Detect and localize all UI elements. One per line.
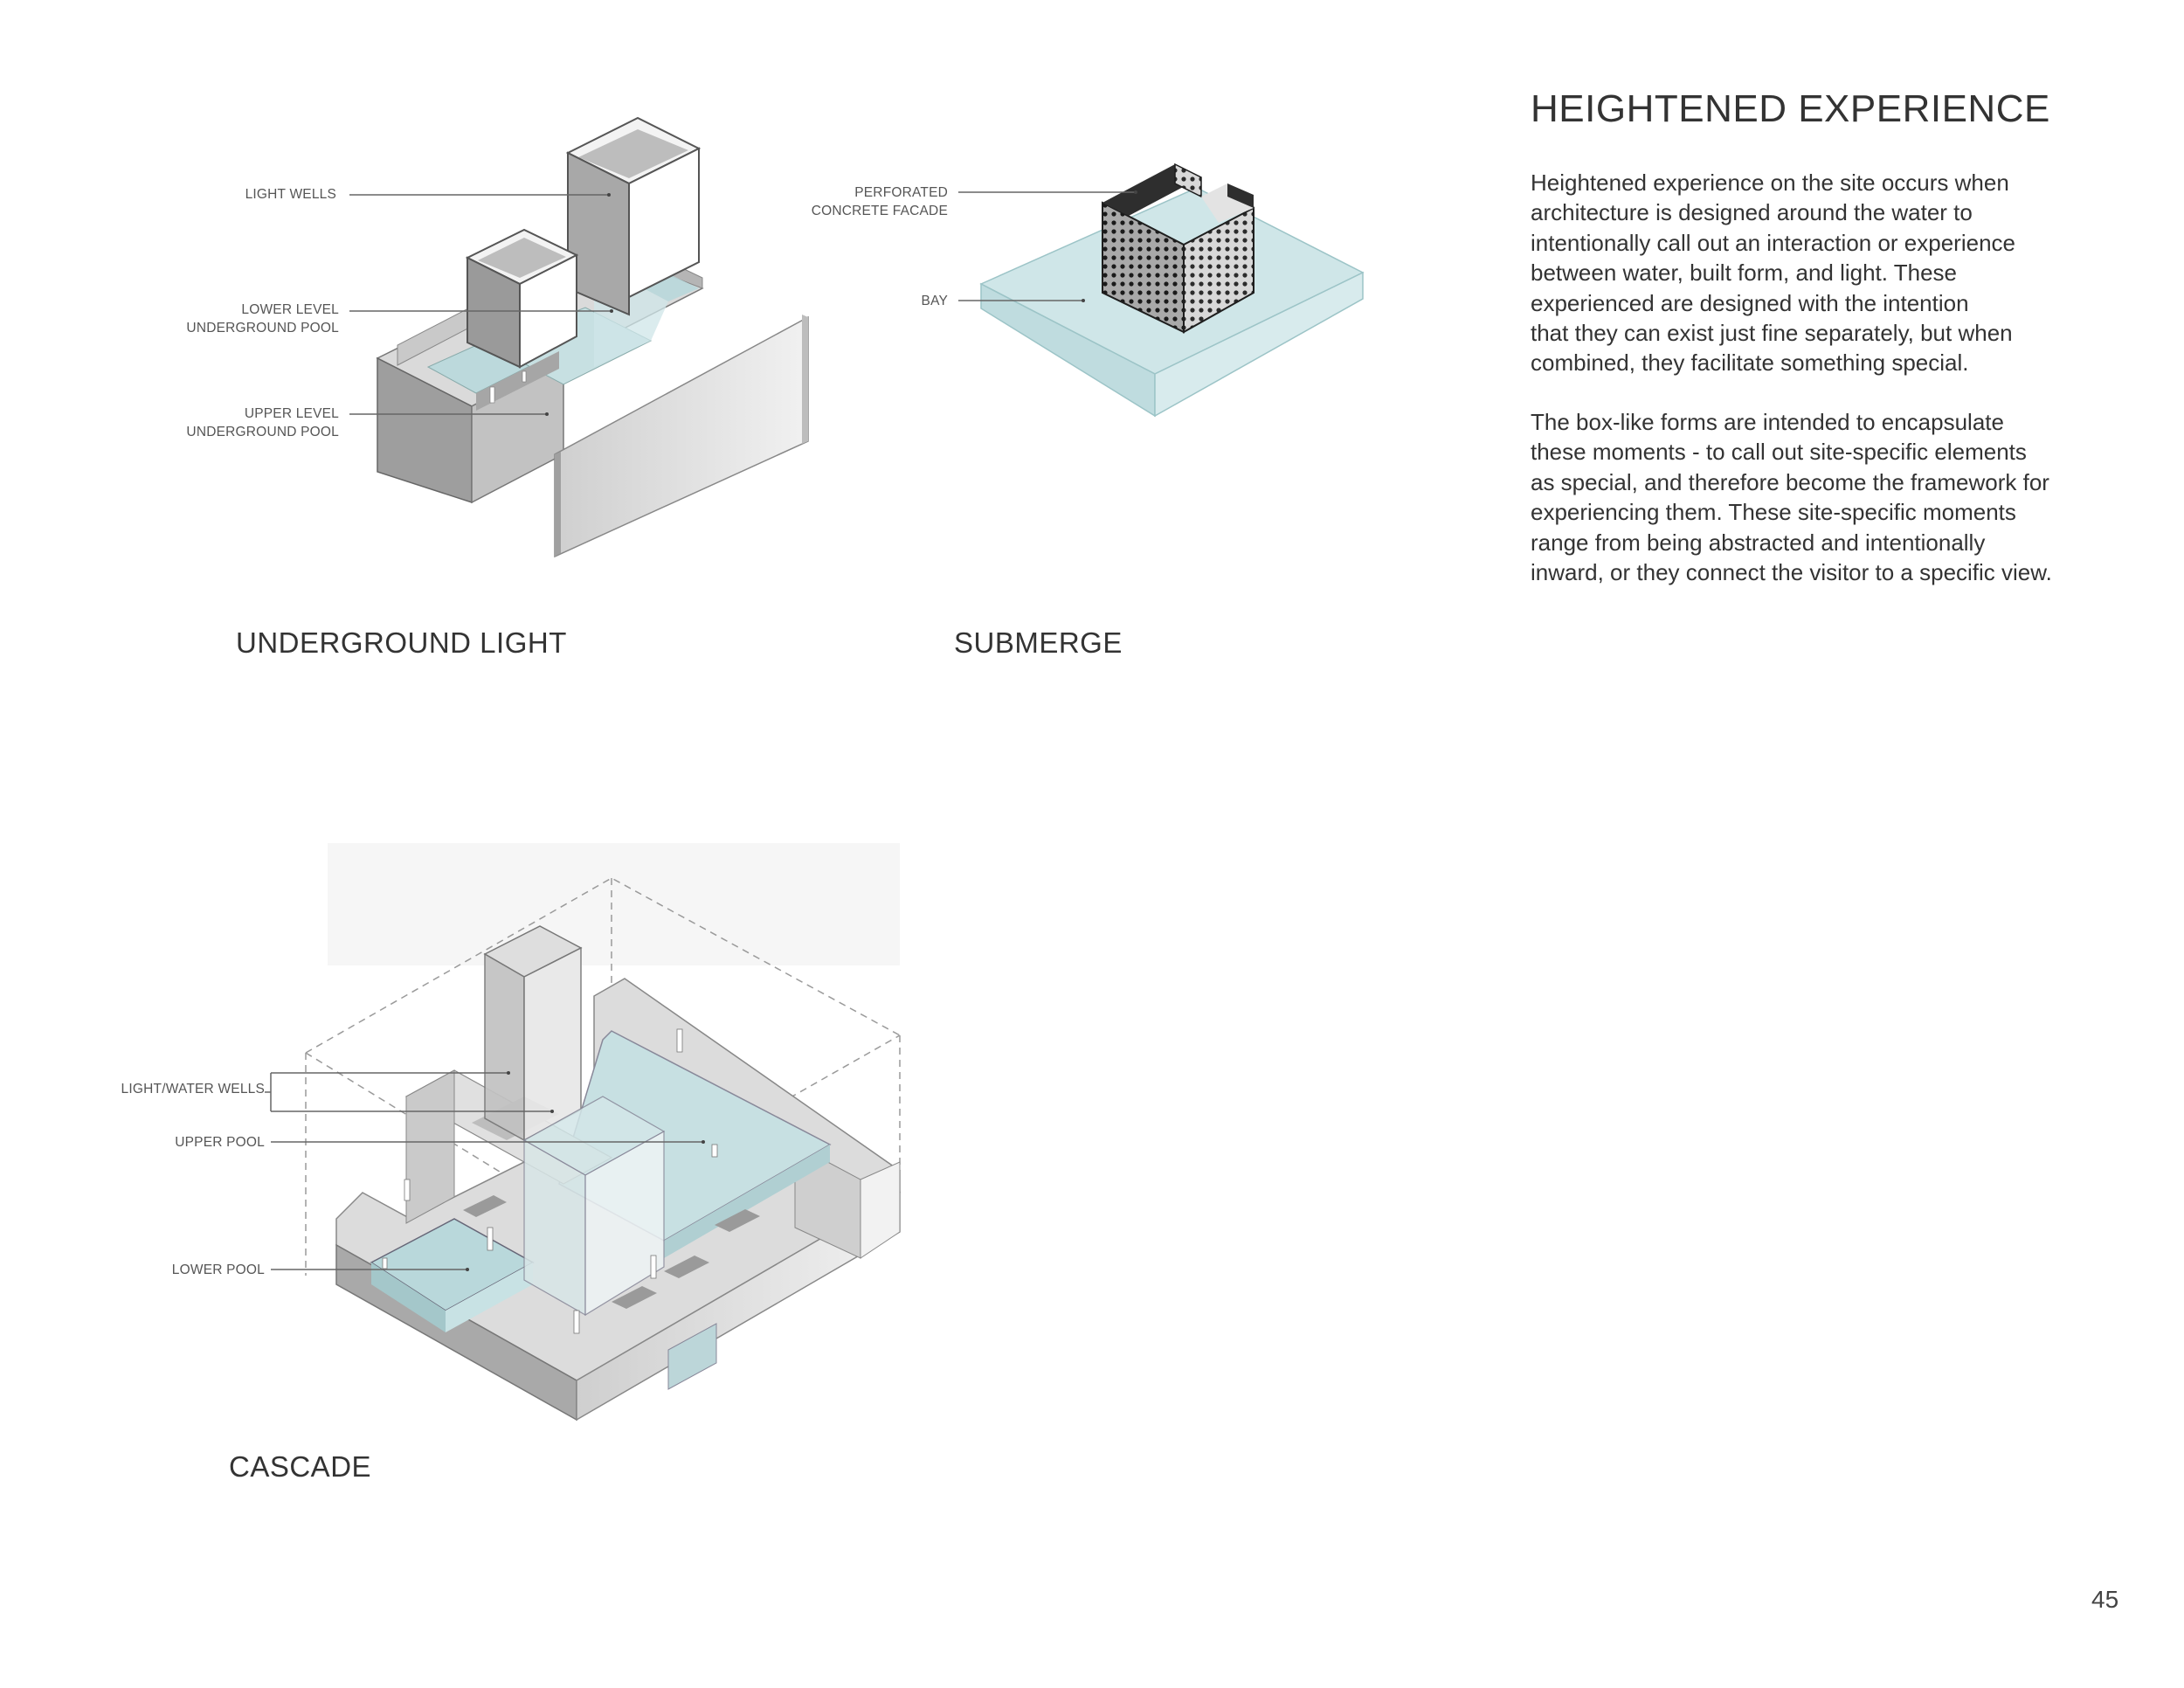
label-line: UNDERGROUND POOL bbox=[186, 425, 339, 439]
body-paragraph-1: Heightened experience on the site occurs… bbox=[1531, 168, 2142, 378]
label-line: CONCRETE FACADE bbox=[811, 204, 948, 218]
label-light-wells: LIGHT WELLS bbox=[245, 187, 336, 202]
text-line: Heightened experience on the site occurs… bbox=[1531, 169, 2009, 196]
text-line: that they can exist just fine separately… bbox=[1531, 320, 2013, 347]
label-perforated-facade: PERFORATED CONCRETE FACADE bbox=[812, 183, 948, 220]
label-line: PERFORATED bbox=[854, 185, 948, 200]
text-line: range from being abstracted and intentio… bbox=[1531, 529, 1986, 556]
text-line: The box-like forms are intended to encap… bbox=[1531, 409, 2004, 435]
text-line: between water, built form, and light. Th… bbox=[1531, 259, 1958, 287]
text-line: inward, or they connect the visitor to a… bbox=[1531, 559, 2052, 586]
text-line: these moments - to call out site-specifi… bbox=[1531, 439, 2027, 466]
underground-light-diagram bbox=[376, 116, 809, 558]
text-line: experiencing them. These site-specific m… bbox=[1531, 499, 2016, 526]
caption-underground-light: UNDERGROUND LIGHT bbox=[236, 626, 567, 659]
text-line: as special, and therefore become the fra… bbox=[1531, 468, 2049, 495]
label-light-water-wells: LIGHT/WATER WELLS bbox=[121, 1082, 265, 1097]
label-upper-pool: UPPER POOL bbox=[175, 1135, 265, 1150]
label-bay: BAY bbox=[921, 294, 948, 308]
cascade-diagram bbox=[305, 843, 901, 1422]
page-number: 45 bbox=[2091, 1586, 2119, 1613]
page-heading: HEIGHTENED EXPERIENCE bbox=[1531, 87, 2050, 130]
body-paragraph-2: The box-like forms are intended to encap… bbox=[1531, 407, 2142, 587]
text-line: combined, they facilitate something spec… bbox=[1531, 349, 1969, 377]
caption-cascade: CASCADE bbox=[229, 1450, 372, 1483]
text-line: intentionally call out an interaction or… bbox=[1531, 229, 2016, 256]
label-lower-level-pool: LOWER LEVEL UNDERGROUND POOL bbox=[186, 301, 339, 337]
submerge-diagram bbox=[979, 163, 1365, 418]
text-line: architecture is designed around the wate… bbox=[1531, 199, 1973, 226]
label-line: LOWER LEVEL bbox=[241, 302, 339, 317]
label-line: UNDERGROUND POOL bbox=[186, 321, 339, 336]
label-upper-level-pool: UPPER LEVEL UNDERGROUND POOL bbox=[186, 405, 339, 441]
label-lower-pool: LOWER POOL bbox=[171, 1263, 265, 1277]
caption-submerge: SUBMERGE bbox=[954, 626, 1123, 659]
leader-lines bbox=[265, 191, 1136, 1270]
label-line: UPPER LEVEL bbox=[244, 406, 339, 421]
text-line: experienced are designed with the intent… bbox=[1531, 289, 1969, 316]
